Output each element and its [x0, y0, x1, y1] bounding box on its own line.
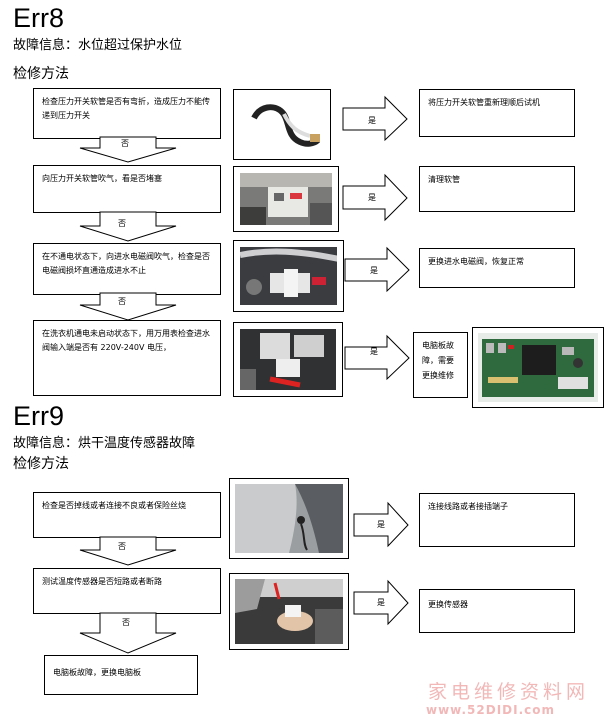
err8-step3-action-box: 更换进水电磁阀，恢复正常: [419, 248, 575, 288]
solenoid-valve-photo: [240, 247, 337, 305]
err8-photo-3: [233, 240, 344, 312]
right-arrow-icon: [353, 501, 409, 548]
valve-wiring-photo: [240, 329, 336, 390]
err8-step1-action-box: 将压力开关软管重新理顺后试机: [419, 89, 575, 137]
right-arrow-icon: [342, 173, 408, 222]
err9-photo-2: [229, 573, 349, 650]
yes-label: 是: [368, 193, 376, 202]
yes-label: 是: [370, 266, 378, 275]
err9-fault-info: 故障信息：烘干温度传感器故障: [13, 436, 196, 451]
right-arrow-icon: [344, 246, 410, 293]
no-label: 否: [118, 297, 126, 306]
down-arrow-icon: [79, 292, 177, 321]
no-label: 否: [118, 219, 126, 228]
err8-photo-5: [472, 327, 604, 408]
yes-label: 是: [377, 598, 385, 607]
err9-photo-1: [229, 478, 349, 559]
pressure-switch-photo: [240, 173, 332, 225]
err8-photo-4: [233, 322, 343, 397]
down-arrow-icon: [79, 536, 177, 566]
no-label: 否: [122, 618, 130, 627]
err8-step4-action-box: 电脑板故障，需要更换维修: [413, 332, 468, 398]
down-arrow-icon: [79, 136, 177, 163]
yes-label: 是: [368, 116, 376, 125]
no-label: 否: [121, 139, 129, 148]
err9-title: Err9: [13, 401, 65, 431]
watermark-url: www.52DIDI.com: [426, 703, 556, 717]
err8-step1-check-box: 检查压力开关软管是否有弯折，造成压力不能传递到压力开关: [33, 88, 221, 139]
err8-title: Err8: [13, 3, 65, 33]
right-arrow-icon: [344, 334, 410, 381]
err9-step2-check-box: 测试温度传感器是否短路或者断路: [33, 568, 221, 614]
door-sensor-photo: [235, 484, 343, 553]
no-label: 否: [118, 542, 126, 551]
err8-fault-info: 故障信息：水位超过保护水位: [13, 38, 183, 53]
err8-step2-action-box: 清理软管: [419, 166, 575, 212]
err9-step1-check-box: 检查是否掉线或者连接不良或者保险丝烧: [33, 492, 221, 538]
err8-step3-check-box: 在不通电状态下，向进水电磁阀吹气，检查是否电磁阀损坏直通造成进水不止: [33, 243, 221, 295]
err8-step4-check-box: 在洗衣机通电未启动状态下，用万用表检查进水阀输入端是否有 220V-240V 电…: [33, 320, 221, 396]
err8-step2-check-box: 向压力开关软管吹气，看是否堵塞: [33, 165, 221, 213]
sensor-connector-photo: [235, 579, 343, 644]
right-arrow-icon: [342, 95, 408, 142]
err9-step1-action-box: 连接线路或者接插端子: [419, 493, 575, 547]
down-arrow-icon: [79, 211, 177, 242]
hose-photo: [240, 96, 324, 153]
right-arrow-icon: [353, 579, 409, 626]
err9-repair-method: 检修方法: [13, 456, 69, 472]
err8-photo-1: [233, 89, 331, 160]
watermark-text: 家电维修资料网: [428, 681, 590, 703]
yes-label: 是: [377, 520, 385, 529]
err9-step2-action-box: 更换传感器: [419, 589, 575, 633]
control-board-photo: [478, 333, 598, 402]
err8-repair-method: 检修方法: [13, 66, 69, 82]
err9-final-box: 电脑板故障，更换电脑板: [44, 655, 198, 695]
down-arrow-icon: [79, 612, 177, 654]
yes-label: 是: [370, 347, 378, 356]
err8-photo-2: [233, 166, 339, 232]
